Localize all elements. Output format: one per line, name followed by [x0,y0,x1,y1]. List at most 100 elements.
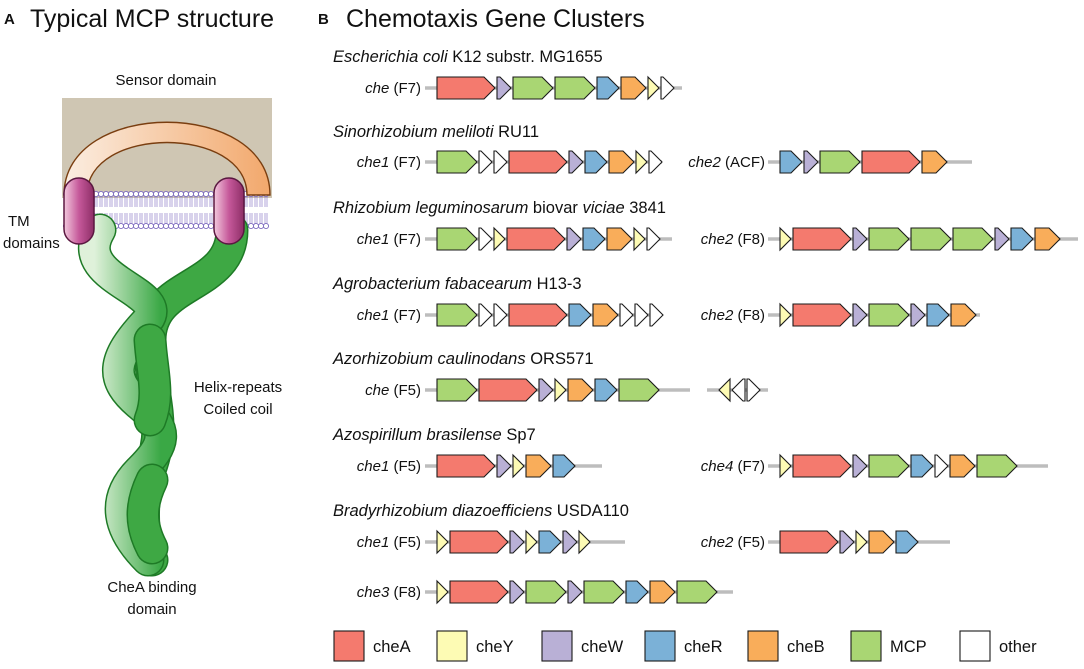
gene-arrow-cher [625,580,649,604]
gene-arrow-chea [508,303,568,327]
gene-arrow-cher [926,303,950,327]
legend-label-chew: cheW [581,638,624,656]
gene-arrow-cheb [649,580,676,604]
gene-arrow-cher [552,454,576,478]
gene-arrow-cheb [525,454,552,478]
coil-strand-left [79,215,176,575]
lipid-head [142,222,150,230]
lipid-head [207,222,215,230]
gene-arrow-mcp [436,227,478,251]
lipid-head [137,222,145,230]
gene-arrow-other [493,303,508,327]
gene-arrow-mcp [868,454,910,478]
sensor-arch [63,121,271,196]
legend-swatch-chew [541,630,573,662]
gene-arrow-other [478,150,493,174]
gene-arrow-mcp [436,303,478,327]
lipid-head [257,222,265,230]
gene-arrow-chey [578,529,591,555]
legend-swatch-cher [644,630,676,662]
lipid-tail [109,196,113,207]
legend-label-mcp: MCP [890,638,927,656]
gene-arrow-cheb [949,454,976,478]
lipid-tail [179,196,183,207]
lipid-tail [264,213,268,224]
lipid-head [132,222,140,230]
lipid-head [187,222,195,230]
membrane-bilayer [62,190,270,230]
gene-arrow-cheb [950,303,977,327]
gene-arrow-chew [496,76,512,100]
lipid-tail [259,213,263,224]
gene-cluster [425,377,690,403]
gene-arrow-mcp [868,227,910,251]
lipid-tail [139,196,143,207]
legend-label-chey: cheY [476,638,514,656]
lipid-head [187,190,195,198]
gene-arrow-chey [855,529,868,555]
gene-arrow-chea [436,76,496,100]
lipid-head [97,190,105,198]
gene-cluster [425,149,663,175]
gene-arrow-chey [525,529,538,555]
lipid-tail [134,213,138,224]
gene-arrow-cheb [606,227,633,251]
lipid-head [122,222,130,230]
lipid-tail [249,196,253,207]
chea-label-line-2: domain [127,601,176,618]
gene-arrow-mcp [976,454,1018,478]
gene-arrow-mcp [512,76,554,100]
gene-arrow-chew [538,378,554,402]
gene-arrow-cheb [1034,227,1061,251]
gene-arrow-chea [779,530,839,554]
lipid-tail [204,213,208,224]
gene-arrow-other [731,378,746,402]
lipid-tail [194,196,198,207]
gene-arrow-cher [594,378,618,402]
lipid-head [202,222,210,230]
gene-arrow-chew [509,530,525,554]
lipid-head [107,190,115,198]
lipid-tail [164,196,168,207]
gene-arrow-cher [584,150,608,174]
gene-arrow-chea [792,454,852,478]
lipid-head [182,190,190,198]
lipid-tail [129,196,133,207]
gene-arrow-mcp [618,378,660,402]
lipid-head [202,190,210,198]
gene-arrow-cheb [620,76,647,100]
gene-arrow-mcp [436,150,478,174]
gene-arrow-chew [803,150,819,174]
lipid-tail [144,196,148,207]
gene-arrow-chey [779,453,792,479]
gene-arrow-cheb [592,303,619,327]
panel-b: B Chemotaxis Gene Clusters Escherichia c… [318,5,1078,662]
gene-cluster [768,150,972,174]
lipid-head [112,190,120,198]
gene-arrow-other [493,150,508,174]
gene-arrow-chey [647,75,660,101]
helix-label-line-1: Helix-repeats [194,379,282,396]
gene-arrow-cher [779,150,803,174]
tm-domain-left [63,177,95,245]
gene-arrow-chey [635,149,648,175]
lipid-head [262,222,270,230]
gene-arrow-chea [449,530,509,554]
coil-twist-1 [135,325,170,435]
lipid-tail [244,196,248,207]
legend-swatch-chea [333,630,365,662]
lipid-tail [159,196,163,207]
lipid-head [162,222,170,230]
gene-arrow-chew [566,227,582,251]
gene-arrow-cher [582,227,606,251]
organism-rleguminosarum: Rhizobium leguminosarum biovar viciae 38… [333,199,666,217]
gene-arrow-other [649,303,664,327]
gene-arrow-chey [779,302,792,328]
lipid-head [162,190,170,198]
gene-arrow-chew [567,580,583,604]
tm-label-line-2: domains [3,235,60,252]
gene-arrow-chew [852,227,868,251]
cluster-label: che (F5) [365,382,421,399]
lipid-head [127,222,135,230]
